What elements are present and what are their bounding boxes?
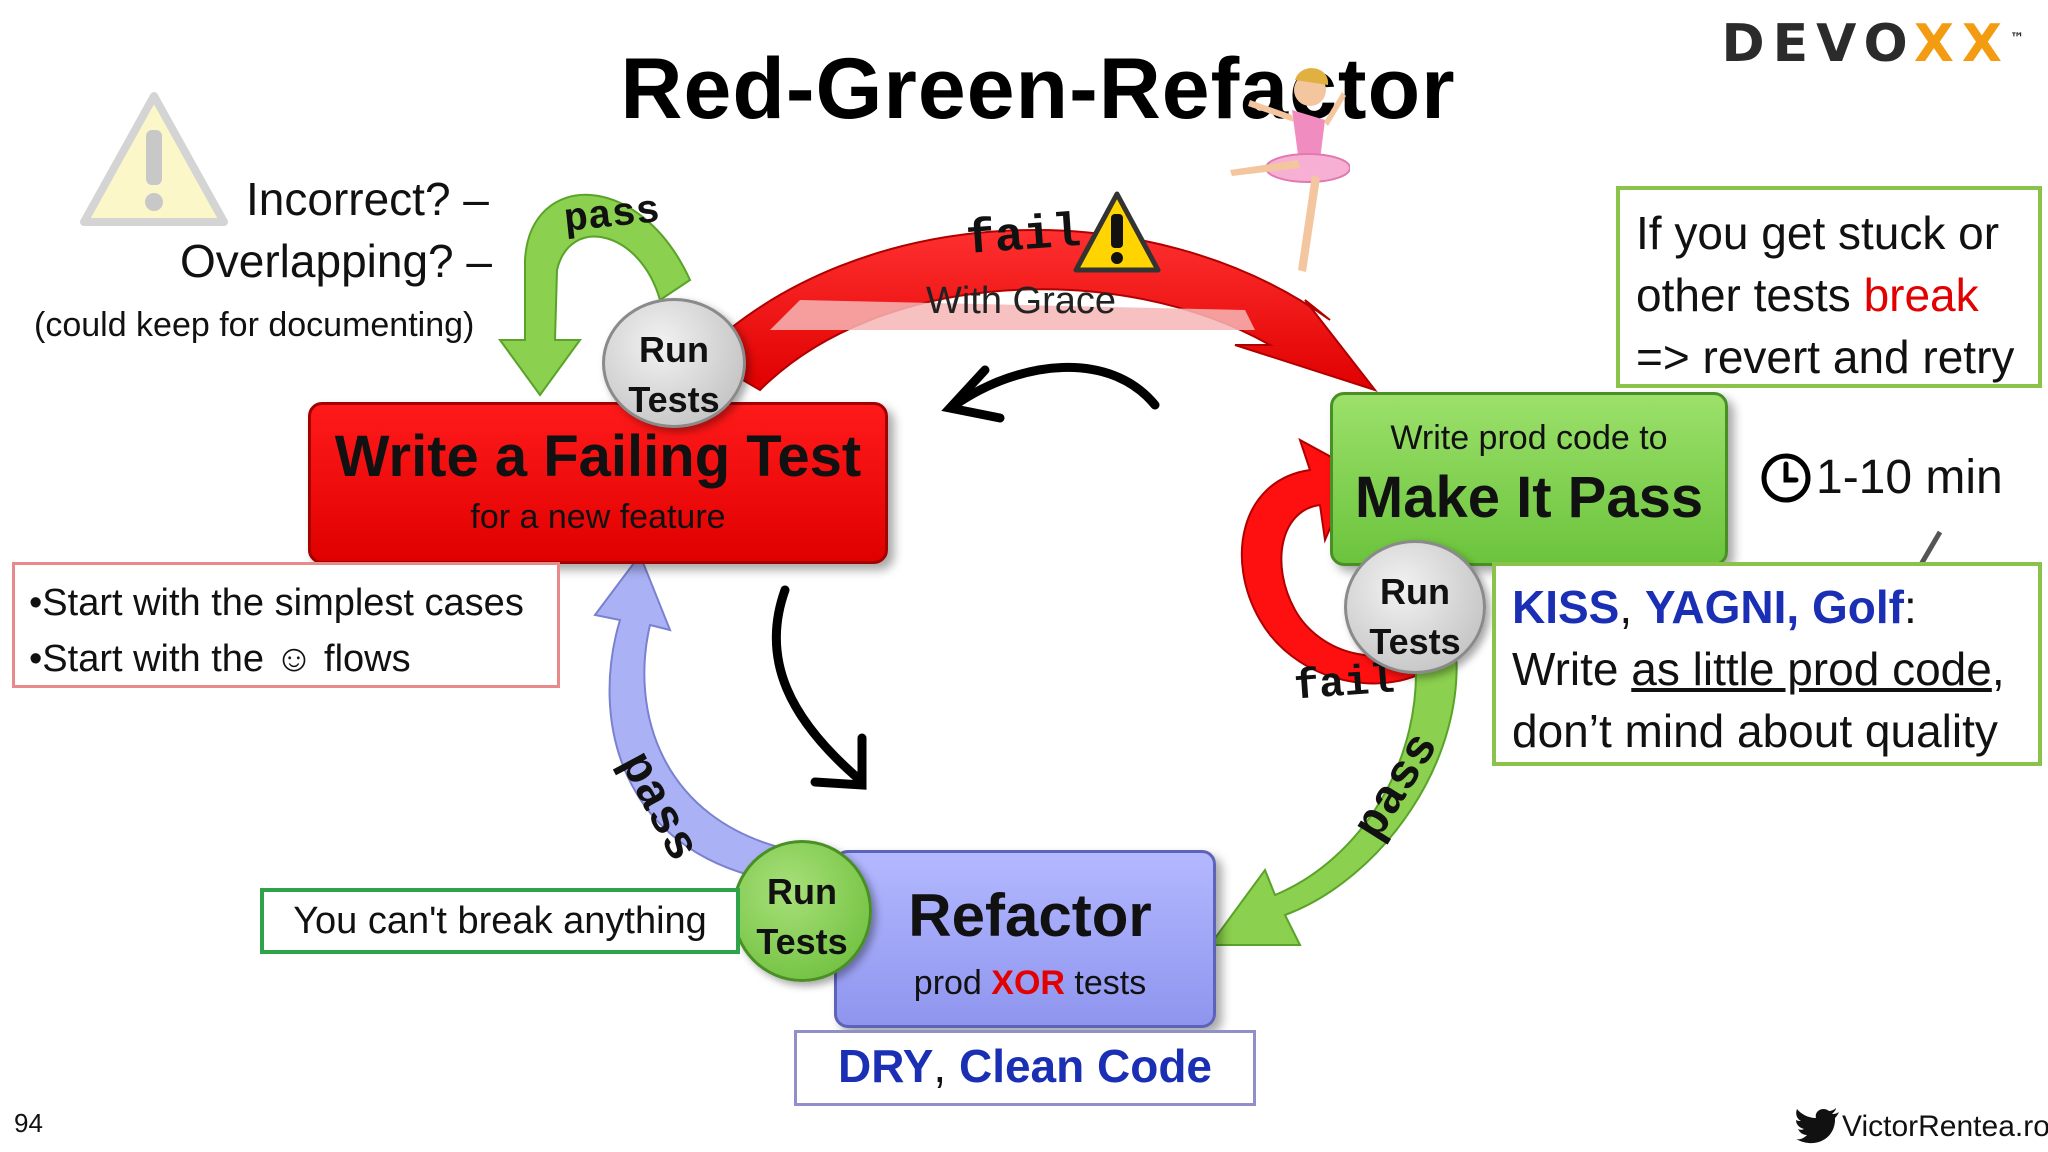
kiss-line-2-pre: Write	[1512, 643, 1632, 695]
run-tests-button-right[interactable]: Run Tests	[1344, 540, 1486, 674]
start-line-2: •Start with the ☺ flows	[29, 631, 557, 687]
brand-main: DEVO	[1721, 14, 1914, 74]
clean-code-keyword: Clean Code	[958, 1040, 1213, 1092]
blue-box-sub-post: tests	[1064, 964, 1147, 1002]
stuck-line-2: other tests break	[1636, 264, 2038, 326]
green-box-subtitle: Write prod code to	[1390, 419, 1668, 457]
black-arrow-back	[941, 363, 1160, 423]
tests-label: Tests	[1369, 621, 1461, 662]
black-arrow-down	[771, 585, 867, 790]
kiss-keyword: KISS	[1512, 581, 1620, 633]
run-tests-button-bottom[interactable]: Run Tests	[732, 840, 872, 982]
blue-box-subtitle: prod XOR tests	[837, 964, 1213, 1003]
fail-label-top: fail	[964, 206, 1083, 268]
run-label: Run	[767, 871, 837, 912]
red-box-subtitle: for a new feature	[470, 498, 726, 536]
clock-icon	[1761, 453, 1811, 503]
kiss-line-2: Write as little prod code,	[1512, 638, 2038, 700]
warning-icon	[80, 92, 228, 226]
kiss-line-1: KISS, YAGNI, Golf:	[1512, 576, 2038, 638]
brand-x: XX	[1913, 14, 2010, 74]
kiss-note: KISS, YAGNI, Golf: Write as little prod …	[1492, 562, 2042, 766]
incorrect-note: Incorrect? –	[246, 173, 489, 225]
make-it-pass-box: Write prod code to Make It Pass	[1330, 392, 1728, 566]
red-box-title: Write a Failing Test	[334, 424, 862, 489]
stuck-line-3: => revert and retry	[1636, 331, 2015, 383]
cant-break-note: You can't break anything	[260, 888, 740, 954]
run-label: Run	[639, 329, 709, 370]
kiss-comma: ,	[1619, 581, 1645, 633]
stuck-note: If you get stuck or other tests break =>…	[1616, 186, 2042, 388]
run-label: Run	[1380, 571, 1450, 612]
run-tests-button-top[interactable]: Run Tests	[602, 298, 746, 428]
documenting-note: (could keep for documenting)	[34, 306, 475, 344]
footer-handle: VictorRentea.ro	[1842, 1110, 2048, 1143]
ballerina-figure	[1230, 68, 1350, 272]
start-note: •Start with the simplest cases •Start wi…	[12, 562, 560, 688]
start-line-1: •Start with the simplest cases	[29, 582, 524, 624]
little-prod-code: as little prod code	[1631, 643, 1992, 695]
kiss-colon: :	[1903, 581, 1917, 633]
smiley-icon: ☺	[274, 638, 314, 680]
warning-icon-small	[1073, 191, 1161, 273]
kiss-line-2-post: ,	[1991, 643, 2005, 695]
stuck-line-1: If you get stuck or	[1636, 207, 2000, 259]
page-number: 94	[14, 1108, 43, 1138]
devoxx-logo: DEVOXX™	[1721, 14, 2024, 74]
blue-box-title: Refactor	[908, 882, 1152, 949]
dry-comma: ,	[933, 1040, 959, 1092]
xor-label: XOR	[991, 964, 1065, 1002]
fail-arrow-top	[698, 228, 1378, 392]
with-grace-label: With Grace	[926, 280, 1117, 322]
write-failing-test-box: Write a Failing Test for a new feature	[308, 402, 888, 564]
dry-keyword: DRY	[837, 1040, 934, 1092]
twitter-bird-icon	[1796, 1108, 1839, 1144]
timer-label: 1-10 min	[1816, 451, 2003, 504]
start-line-2-post: flows	[313, 638, 411, 680]
blue-box-sub-pre: prod	[913, 964, 992, 1002]
brand-tm: ™	[2010, 30, 2024, 47]
green-box-title: Make It Pass	[1354, 465, 1704, 530]
break-word: break	[1863, 269, 1979, 321]
kiss-line-3: don’t mind about quality	[1512, 705, 1998, 757]
pass-arrow-loop-left	[498, 194, 692, 397]
tests-label: Tests	[628, 379, 720, 420]
stuck-line-2-text: other tests	[1636, 269, 1864, 321]
tests-label: Tests	[756, 921, 848, 962]
start-line-2-pre: •Start with the	[29, 638, 275, 680]
yagni-golf-keyword: YAGNI, Golf	[1644, 581, 1904, 633]
dry-note: DRY, Clean Code	[794, 1030, 1256, 1106]
overlapping-note: Overlapping? –	[180, 235, 492, 287]
refactor-box: Refactor prod XOR tests	[834, 850, 1216, 1028]
